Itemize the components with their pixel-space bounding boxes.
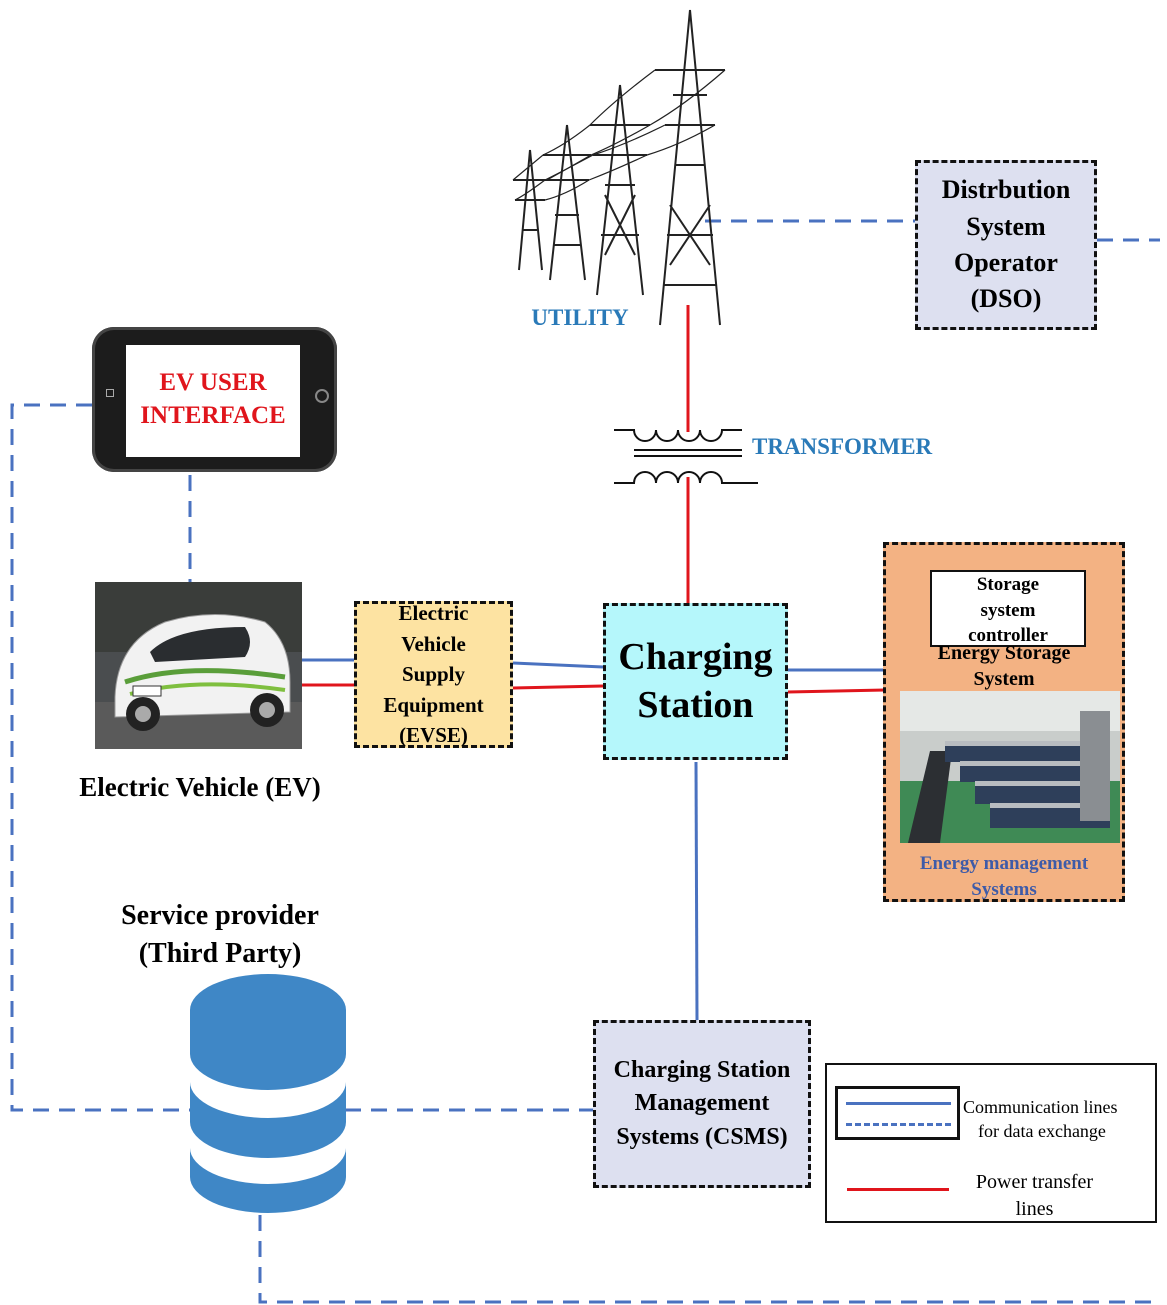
charging-station-box: Charging Station — [603, 603, 788, 760]
legend-solid-line — [846, 1102, 951, 1105]
phone-home-button-icon — [315, 389, 329, 403]
storage-controller-line-3: controller — [968, 625, 1048, 647]
dso-label: Distrbution System Operator (DSO) — [942, 172, 1071, 318]
evse-label: Electric Vehicle Supply Equipment (EVSE) — [383, 598, 483, 750]
dso-label-line-3: Operator — [954, 248, 1058, 277]
energy-management-line-1: Energy management — [919, 853, 1089, 874]
cs-ess-power-line — [787, 688, 886, 694]
solid-communication-lines — [302, 658, 885, 1021]
ev-user-interface-line-1: EV USER — [159, 369, 267, 396]
phone-side-icon — [106, 389, 114, 397]
energy-management-line-2: Systems — [971, 878, 1037, 900]
dso-label-line-1: Distrbution — [941, 175, 1071, 205]
charging-station-label: Charging Station — [618, 634, 772, 729]
power-lines — [302, 305, 886, 694]
evse-label-line-1: Electric — [398, 601, 469, 626]
service-provider-line-1: Service provider — [121, 900, 319, 931]
legend-power-line-2: lines — [1015, 1198, 1054, 1220]
evse-cs-power-line — [512, 684, 604, 690]
ui-left-dashed-line — [10, 403, 190, 1112]
evse-box: Electric Vehicle Supply Equipment (EVSE) — [354, 601, 513, 748]
storage-controller-line-1: Storage — [976, 574, 1040, 595]
legend-comm-swatch-box — [835, 1086, 960, 1140]
utility-label: UTILITY — [531, 305, 629, 330]
legend: Communication lines for data exchange Po… — [825, 1063, 1157, 1223]
service-provider-label: Service provider (Third Party) — [95, 897, 345, 973]
power-tower-icon — [512, 9, 726, 326]
electric-vehicle-image — [95, 582, 302, 749]
smartphone-icon — [92, 327, 337, 472]
csms-label-line-3: Systems (CSMS) — [616, 1123, 788, 1150]
cs-csms-comm-line — [694, 761, 699, 1021]
service-provider-line-2: (Third Party) — [138, 937, 302, 969]
transformer-label: TRANSFORMER — [752, 434, 933, 459]
dso-label-line-4: (DSO) — [970, 284, 1042, 314]
energy-storage-line-1: Energy Storage — [937, 642, 1071, 664]
evse-label-line-5: (EVSE) — [399, 723, 468, 748]
energy-management-label: Energy management Systems — [886, 851, 1122, 902]
storage-controller-box: Storage system controller — [930, 570, 1086, 647]
storage-controller-line-2: system — [980, 599, 1036, 621]
db-bottom-dashed-line — [258, 1215, 1160, 1304]
energy-storage-block: Storage system controller Energy Storage… — [883, 542, 1125, 902]
charging-station-line-1: Charging — [618, 636, 773, 678]
csms-label-line-1: Charging Station — [613, 1056, 791, 1083]
phone-screen — [126, 345, 300, 457]
energy-storage-line-2: System — [973, 668, 1035, 690]
legend-communication-line-1: Communication lines — [963, 1097, 1118, 1117]
legend-dashed-line — [846, 1123, 951, 1126]
evse-label-line-2: Vehicle — [401, 631, 466, 656]
ev-user-interface-label[interactable]: EV USER INTERFACE — [126, 367, 300, 432]
battery-room-image — [900, 691, 1120, 843]
evse-cs-comm-line — [512, 661, 604, 669]
legend-power-label: Power transfer lines — [952, 1169, 1117, 1223]
dashed-communication-lines — [10, 219, 1160, 1304]
dso-box: Distrbution System Operator (DSO) — [915, 160, 1097, 330]
database-icon — [190, 974, 346, 1213]
charging-station-line-2: Station — [637, 683, 754, 726]
evse-label-line-4: Equipment — [383, 692, 484, 717]
ev-label: Electric Vehicle (EV) — [79, 772, 321, 802]
evse-label-line-3: Supply — [401, 662, 466, 687]
energy-storage-label: Energy Storage System — [886, 640, 1122, 692]
legend-communication-label: Communication lines for data exchange — [963, 1095, 1153, 1144]
dso-label-line-2: System — [966, 211, 1046, 241]
legend-power-line — [847, 1188, 949, 1191]
csms-box: Charging Station Management Systems (CSM… — [593, 1020, 811, 1188]
transformer-icon — [614, 429, 758, 484]
ev-user-interface-line-2: INTERFACE — [140, 401, 286, 429]
csms-label-line-2: Management — [634, 1090, 770, 1117]
legend-communication-line-2: for data exchange — [978, 1121, 1106, 1142]
legend-power-line-1: Power transfer — [975, 1171, 1094, 1193]
csms-label: Charging Station Management Systems (CSM… — [614, 1054, 791, 1155]
